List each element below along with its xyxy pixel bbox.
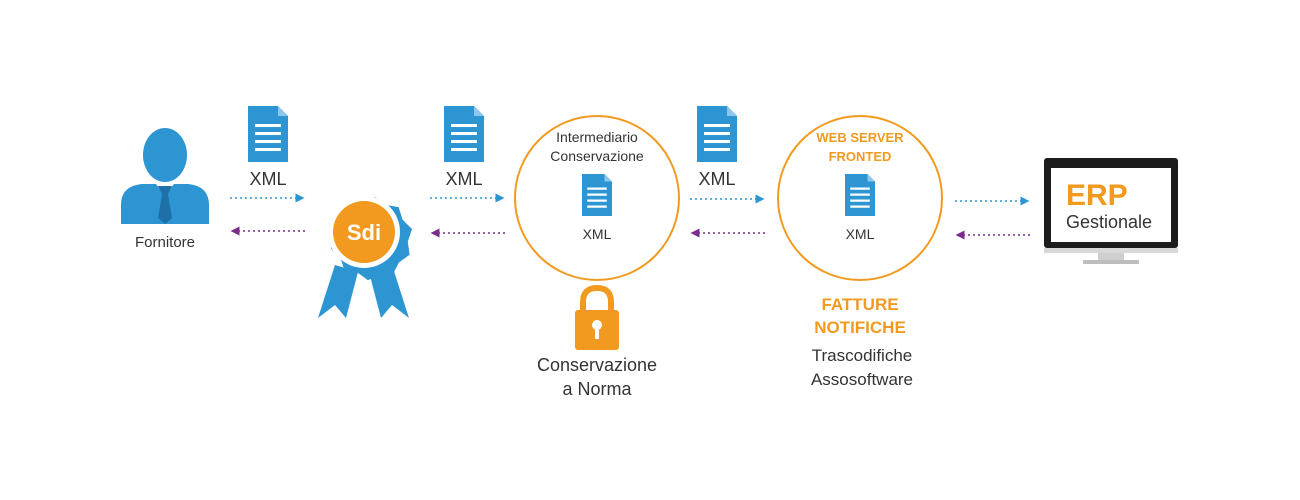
xml-label: XML	[445, 169, 482, 189]
fornitore-user-icon	[121, 128, 209, 224]
assosoftware-label: Assosoftware	[811, 370, 913, 389]
trascodifiche-label: Trascodifiche	[812, 346, 912, 365]
web-server-xml-label: XML	[846, 226, 875, 242]
erp-subtitle: Gestionale	[1066, 212, 1152, 232]
xml-label: XML	[249, 169, 286, 189]
document-icon	[845, 174, 875, 216]
fatture-label: FATTURE	[821, 295, 898, 314]
monitor-icon	[1044, 158, 1178, 264]
document-icon	[444, 106, 484, 162]
intermediario-circle	[514, 115, 680, 281]
web-server-circle	[777, 115, 943, 281]
notifiche-label: NOTIFICHE	[814, 318, 906, 337]
sdi-badge-icon	[318, 196, 412, 318]
intermediario-xml-label: XML	[583, 226, 612, 242]
intermediario-title-line1: Intermediario	[556, 129, 638, 145]
xml-label: XML	[698, 169, 735, 189]
sdi-label: Sdi	[347, 220, 381, 245]
fornitore-label: Fornitore	[135, 234, 195, 251]
conservazione-line1: Conservazione	[537, 355, 657, 375]
conservazione-line2: a Norma	[562, 379, 632, 399]
document-icon	[248, 106, 288, 162]
web-server-title-line2: FRONTED	[829, 149, 892, 164]
document-icon	[582, 174, 612, 216]
lock-icon	[575, 284, 619, 350]
erp-title: ERP	[1066, 179, 1128, 212]
document-icon	[697, 106, 737, 162]
intermediario-title-line2: Conservazione	[550, 148, 644, 164]
web-server-title-line1: WEB SERVER	[816, 130, 904, 145]
